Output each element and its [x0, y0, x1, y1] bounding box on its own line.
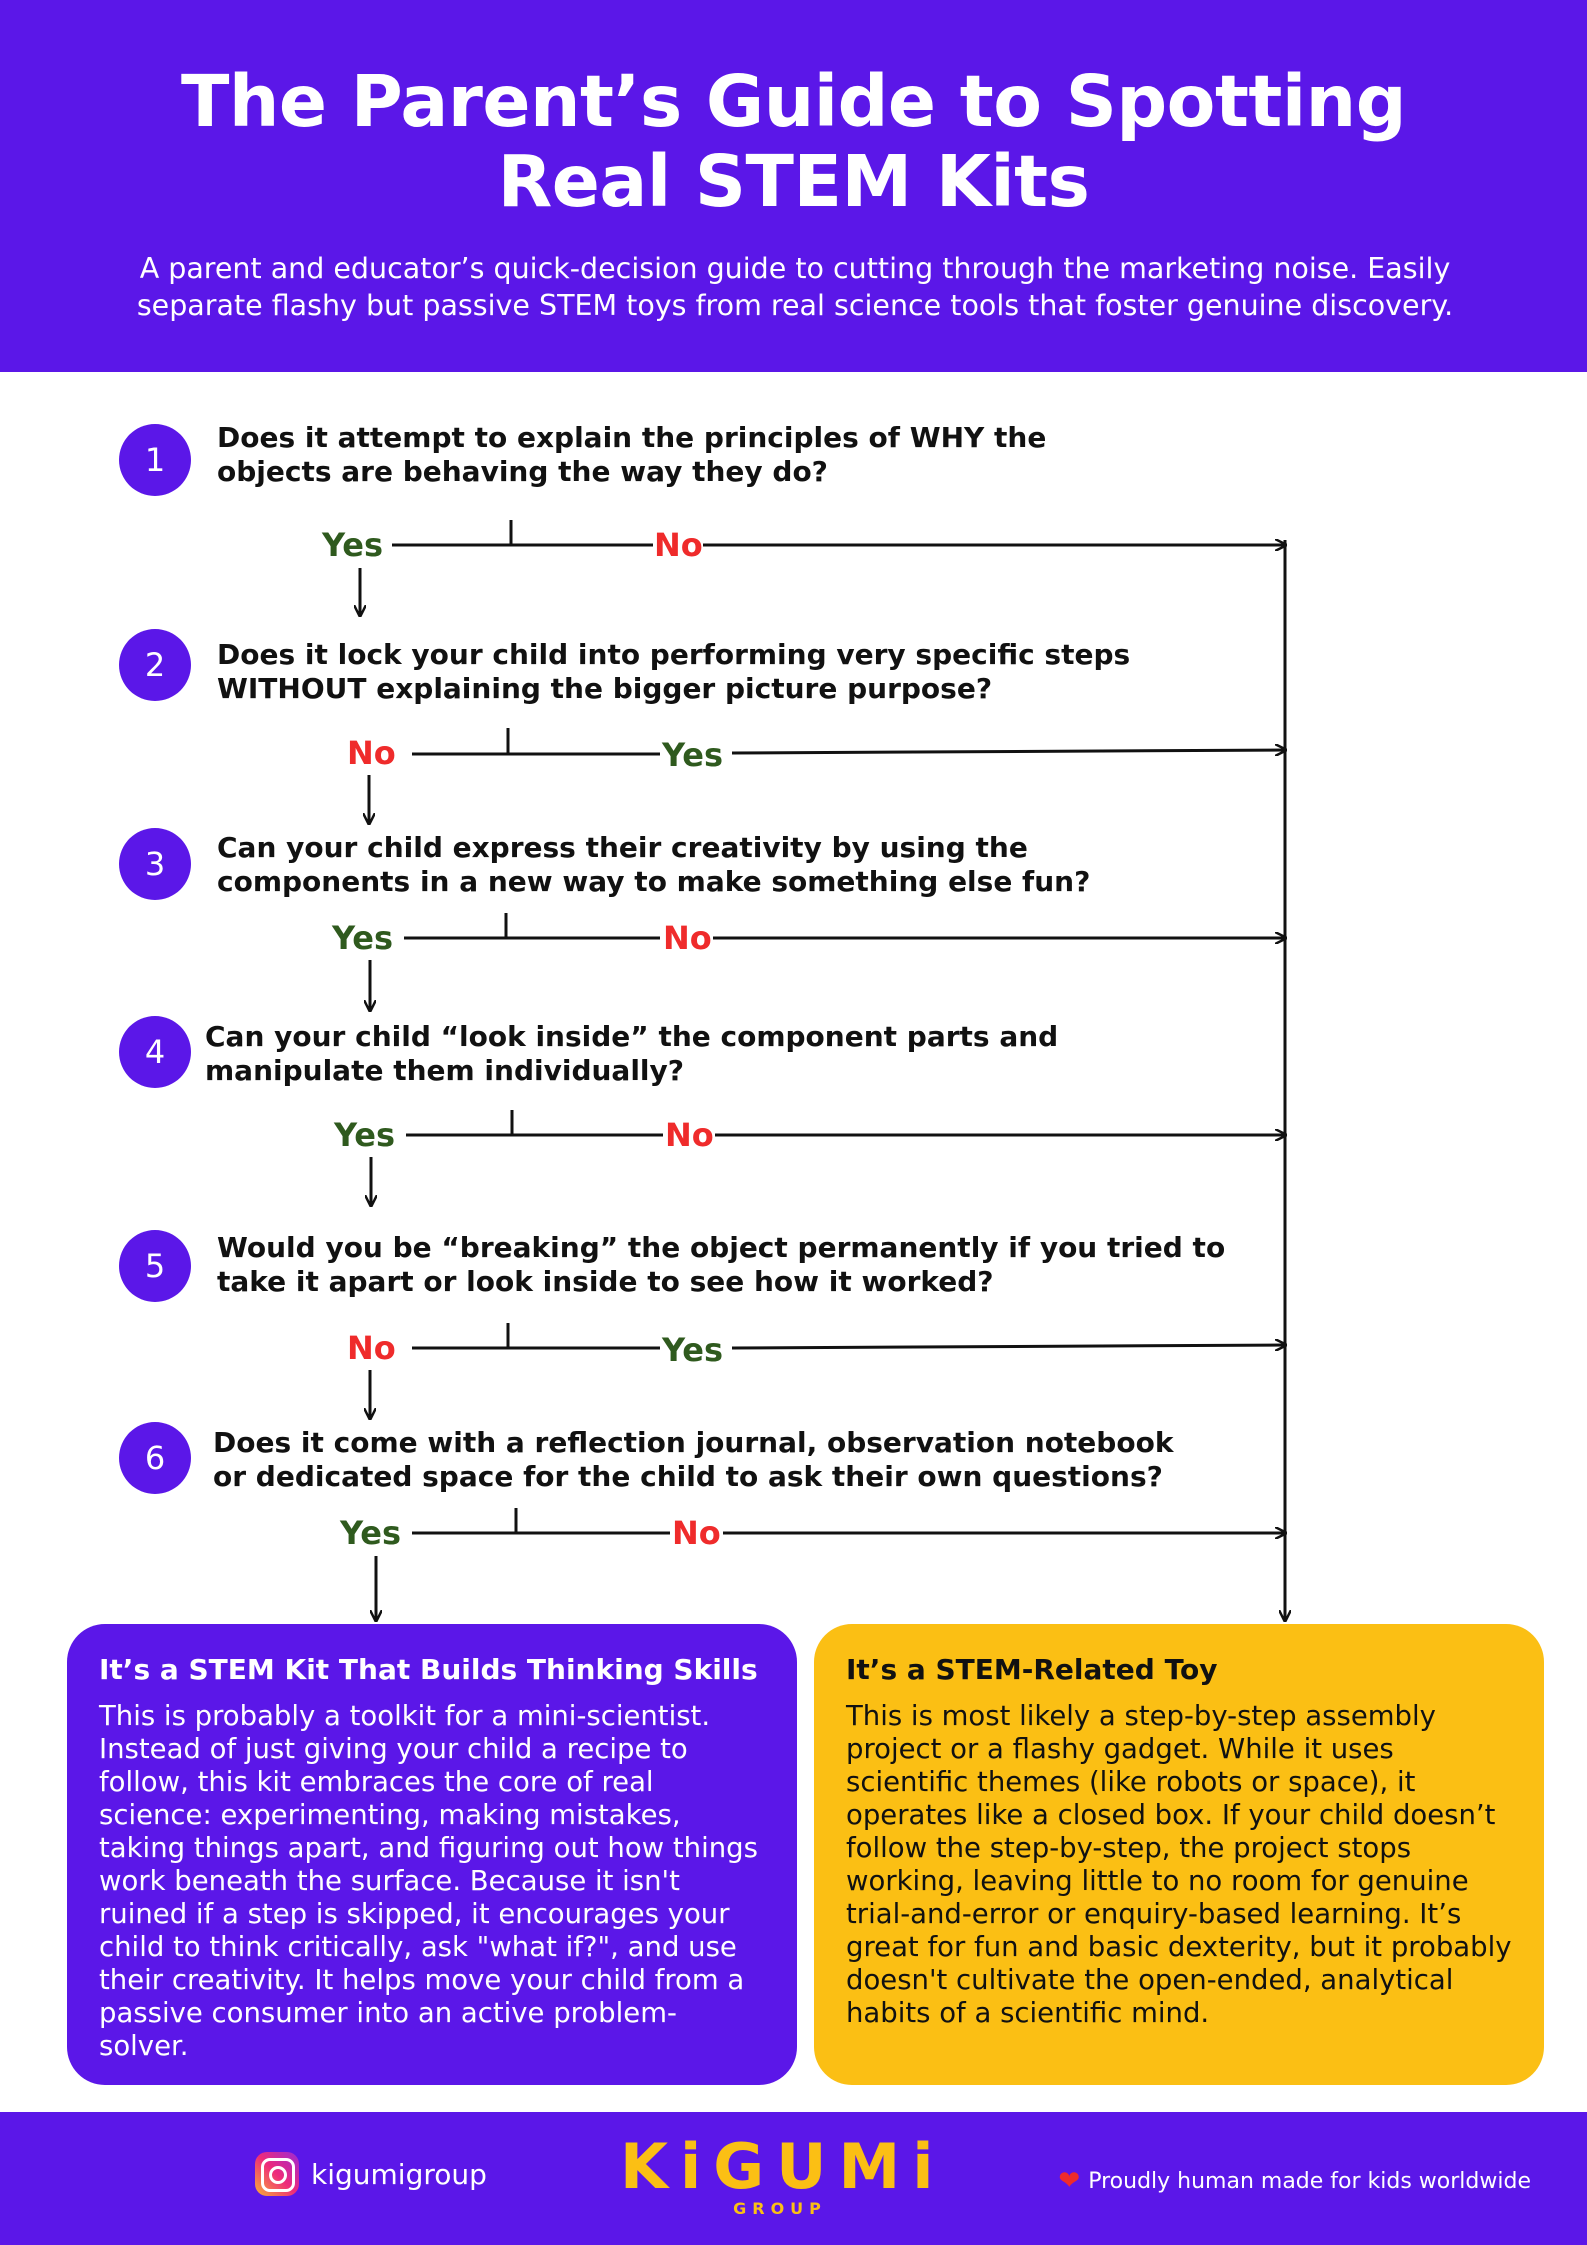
answer-exit-6: No	[672, 1514, 721, 1552]
question-4: Can your child “look inside” the compone…	[205, 1020, 1058, 1088]
question-1-line-1: Does it attempt to explain the principle…	[217, 421, 1047, 454]
answer-exit-3: No	[663, 919, 712, 957]
page-title: The Parent’s Guide to Spotting Real STEM…	[0, 62, 1587, 222]
answer-exit-5: Yes	[662, 1331, 723, 1369]
logo-wordmark: KiGUMi	[620, 2130, 946, 2203]
instagram-handle: kigumigroup	[311, 2157, 487, 2191]
result-card-stem-toy: It’s a STEM-Related Toy This is most lik…	[814, 1624, 1544, 2085]
result-title-stem-kit: It’s a STEM Kit That Builds Thinking Ski…	[99, 1653, 758, 1686]
logo-subtext: GROUP	[733, 2199, 827, 2218]
step-number-6: 6	[119, 1422, 191, 1494]
question-5-line-2: take it apart or look inside to see how …	[217, 1265, 994, 1298]
answer-continue-6: Yes	[340, 1514, 401, 1552]
question-2-line-1: Does it lock your child into performing …	[217, 638, 1131, 671]
answer-continue-2: No	[347, 734, 396, 772]
title-line-1: The Parent’s Guide to Spotting	[180, 60, 1407, 143]
answer-exit-2: Yes	[662, 736, 723, 774]
question-4-line-1: Can your child “look inside” the compone…	[205, 1020, 1059, 1053]
step-number-5: 5	[119, 1230, 191, 1302]
question-1-line-2: objects are behaving the way they do?	[217, 455, 828, 488]
exit-arrow-2	[731, 750, 1285, 753]
question-5-line-1: Would you be “breaking” the object perma…	[217, 1231, 1226, 1264]
result-title-stem-toy: It’s a STEM-Related Toy	[846, 1653, 1218, 1686]
answer-continue-1: Yes	[322, 526, 383, 564]
question-3-line-1: Can your child express their creativity …	[217, 831, 1028, 864]
result-text-stem-kit: This is probably a toolkit for a mini-sc…	[99, 1700, 758, 2062]
result-text-stem-toy: This is most likely a step-by-step assem…	[846, 1700, 1512, 2029]
question-3: Can your child express their creativity …	[217, 831, 1090, 899]
answer-continue-4: Yes	[334, 1116, 395, 1154]
question-1: Does it attempt to explain the principle…	[217, 421, 1046, 489]
page-subtitle: A parent and educator’s quick-decision g…	[95, 250, 1495, 324]
subtitle-line-2: separate flashy but passive STEM toys fr…	[136, 289, 1454, 322]
title-line-2: Real STEM Kits	[497, 140, 1090, 223]
heart-icon: ❤	[1058, 2166, 1081, 2196]
answer-exit-1: No	[654, 526, 703, 564]
exit-arrow-5	[731, 1345, 1285, 1348]
footer-tagline: ❤ Proudly human made for kids worldwide	[1058, 2166, 1531, 2196]
step-number-1: 1	[119, 424, 191, 496]
question-6-line-1: Does it come with a reflection journal, …	[213, 1426, 1174, 1459]
answer-continue-5: No	[347, 1329, 396, 1367]
question-6: Does it come with a reflection journal, …	[213, 1426, 1173, 1494]
step-number-2: 2	[119, 629, 191, 701]
instagram-icon	[255, 2152, 299, 2196]
question-6-line-2: or dedicated space for the child to ask …	[213, 1460, 1163, 1493]
footer: kigumigroup KiGUMi GROUP ❤ Proudly human…	[0, 2112, 1587, 2245]
answer-continue-3: Yes	[332, 919, 393, 957]
question-2-line-2: WITHOUT explaining the bigger picture pu…	[217, 672, 993, 705]
kigumi-logo: KiGUMi GROUP	[620, 2130, 946, 2219]
instagram-link[interactable]: kigumigroup	[255, 2152, 487, 2196]
result-card-stem-kit: It’s a STEM Kit That Builds Thinking Ski…	[67, 1624, 797, 2085]
question-5: Would you be “breaking” the object perma…	[217, 1231, 1225, 1299]
header-banner: The Parent’s Guide to Spotting Real STEM…	[0, 0, 1587, 372]
question-4-line-2: manipulate them individually?	[205, 1054, 685, 1087]
question-3-line-2: components in a new way to make somethin…	[217, 865, 1091, 898]
answer-exit-4: No	[665, 1116, 714, 1154]
subtitle-line-1: A parent and educator’s quick-decision g…	[139, 252, 1451, 285]
step-number-3: 3	[119, 828, 191, 900]
step-number-4: 4	[119, 1016, 191, 1088]
tagline-text: Proudly human made for kids worldwide	[1088, 2168, 1531, 2194]
question-2: Does it lock your child into performing …	[217, 638, 1130, 706]
